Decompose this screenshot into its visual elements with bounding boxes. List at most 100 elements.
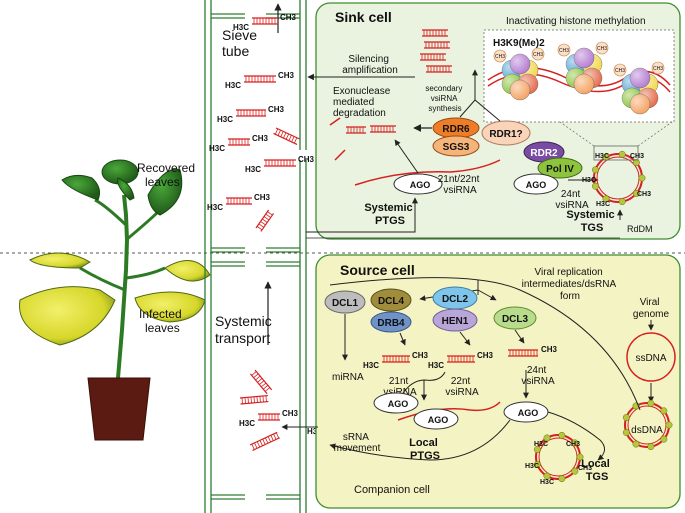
dcl1-protein (324, 290, 366, 314)
methyl-label: CH3 (653, 66, 663, 72)
leaf-yellow (29, 252, 91, 269)
h3c-label: H3C (307, 427, 323, 436)
sieve-tube (204, 0, 307, 513)
sirna-duplex (258, 413, 280, 421)
ago-label: AGO (410, 180, 431, 190)
dcl2-label: DCL2 (442, 294, 469, 305)
nucleosome-bead (533, 446, 541, 453)
local-ptgs-label: Local PTGS (409, 437, 441, 462)
ch3-label: CH3 (637, 191, 651, 198)
ch3-label: CH3 (578, 465, 592, 472)
sirna-duplex (236, 109, 266, 117)
drb4-protein (370, 311, 412, 333)
ch3-label: CH3 (252, 134, 269, 143)
methyl-label: CH3 (559, 48, 569, 54)
dcl1-label: DCL1 (332, 298, 359, 309)
rdr6-label: RDR6 (442, 124, 470, 135)
nucleosome-bead (602, 195, 610, 203)
nucleosome-bead (632, 159, 640, 167)
sirna-duplex (424, 41, 450, 49)
nucleosome-bead (543, 434, 551, 442)
source-cell-title: Source cell (340, 262, 415, 278)
sirna-duplex (264, 159, 296, 167)
viral-genome-label: Viral genome (633, 297, 670, 320)
dcl3-label: DCL3 (502, 314, 529, 325)
ago-label: AGO (518, 408, 539, 418)
nucleosome-bead (647, 399, 655, 407)
methyl-group (651, 61, 665, 75)
companion-cell-label: Companion cell (354, 484, 430, 496)
h3c-label: H3C (540, 479, 554, 486)
pol4-label: Pol IV (546, 164, 574, 175)
nucleosome-bead (660, 407, 668, 415)
h3c-label: H3C (525, 463, 539, 470)
nucleosome-bead (622, 429, 630, 436)
nucleosome-bead (543, 472, 551, 480)
sirna-duplex (382, 355, 410, 363)
methyl-group (613, 63, 627, 77)
ch3-label: CH3 (298, 155, 315, 164)
histone-methylation-label: Inactivating histone methylation (506, 16, 646, 27)
methyl-group (531, 47, 545, 61)
exonuclease-label: Exonuclease mediated degradation (333, 86, 393, 119)
h3c-label: H3C (217, 115, 233, 124)
sirna-duplex (239, 394, 269, 405)
ago-protein (513, 173, 559, 195)
sirna-duplex (422, 29, 448, 37)
ch3-label: CH3 (282, 409, 299, 418)
local-tgs-label: Local TGS (581, 458, 613, 483)
ch3-label: CH3 (541, 345, 558, 354)
methyl-label: CH3 (615, 68, 625, 74)
nucleosome-bead (618, 150, 626, 158)
nucleosome-bead (665, 421, 673, 429)
ago-label: AGO (526, 180, 547, 190)
sirna-duplex (226, 197, 252, 205)
h3c-label: H3C (245, 165, 261, 174)
viral-replication-path (329, 277, 641, 411)
h3c-label: H3C (233, 23, 249, 32)
viral-replication-label: Viral replication intermediates/dsRNA fo… (522, 267, 619, 302)
nucleosome-bead (591, 182, 599, 190)
ch3-label: CH3 (278, 71, 295, 80)
ssdna-label: ssDNA (635, 353, 666, 364)
sirna-duplex (255, 209, 275, 232)
h3k9-label: H3K9(Me)2 (493, 38, 545, 49)
h3c-label: H3C (225, 81, 241, 90)
leaf-green (147, 168, 183, 216)
ssdna-circle (626, 332, 676, 382)
ago-protein (413, 408, 459, 430)
nucleosome-bead (660, 435, 668, 443)
ago-protein (373, 392, 419, 414)
zoom-box (593, 145, 639, 161)
methyl-group (595, 41, 609, 55)
plant-stem (116, 194, 130, 379)
systemic-tgs-label: Systemic TGS (566, 209, 617, 234)
source-22nt-vsirna-label: 22nt vsiRNA (445, 376, 479, 398)
h3c-label: H3C (239, 419, 255, 428)
drb4-label: DRB4 (377, 318, 405, 329)
mirna-label: miRNA (332, 372, 364, 383)
sirna-duplex (249, 431, 280, 451)
secondary-vsirna-synthesis-label: secondary vsiRNA synthesis (425, 84, 464, 113)
leaf-green (117, 177, 135, 201)
nucleosome-bead (576, 453, 584, 461)
source-cell (315, 254, 681, 509)
recovered-leaves-label: Recovered leaves (137, 161, 198, 189)
ch3-label: CH3 (477, 351, 494, 360)
pol4-protein (537, 157, 583, 179)
sieve-tube-label: Sieve tube (222, 27, 261, 59)
sgs3-label: SGS3 (443, 142, 470, 153)
rdr1-protein (481, 120, 531, 146)
ch3-label: CH3 (268, 105, 285, 114)
sink-21-22nt-vsirna-label: 21nt/22nt vsiRNA (438, 174, 483, 196)
ago-protein (393, 173, 443, 195)
h3c-label: H3C (582, 177, 596, 184)
sirna-duplex (420, 53, 446, 61)
ago-label: AGO (388, 399, 409, 409)
dsdna-label: dsDNA (631, 425, 663, 436)
nucleosome-bead (632, 189, 640, 197)
rddm-label: RdDM (627, 224, 653, 234)
